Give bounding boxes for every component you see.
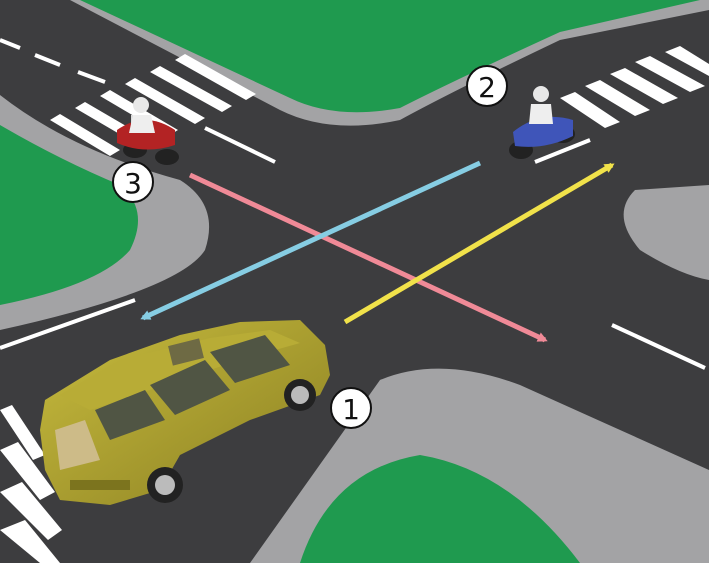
vehicle-label-3: 3 bbox=[112, 161, 154, 203]
pink-path-arrow bbox=[188, 172, 548, 343]
yellow-path-arrow bbox=[343, 162, 615, 325]
crosswalk-bottom-left bbox=[0, 405, 62, 563]
svg-text:3: 3 bbox=[124, 167, 142, 200]
lane-markings bbox=[0, 38, 706, 370]
svg-text:2: 2 bbox=[478, 71, 496, 104]
grass-left bbox=[0, 95, 210, 330]
vehicle-label-2: 2 bbox=[466, 65, 508, 107]
motorcycle-icon bbox=[117, 97, 179, 165]
crosswalk-top-right bbox=[560, 46, 709, 128]
blue-path-arrow bbox=[140, 160, 482, 321]
svg-text:1: 1 bbox=[342, 393, 360, 426]
grass-top-center bbox=[70, 0, 709, 126]
car-icon bbox=[40, 320, 330, 505]
vehicle-label-1: 1 bbox=[330, 387, 372, 429]
motorcycle-icon bbox=[509, 86, 575, 159]
grass-right-pad bbox=[623, 185, 709, 280]
